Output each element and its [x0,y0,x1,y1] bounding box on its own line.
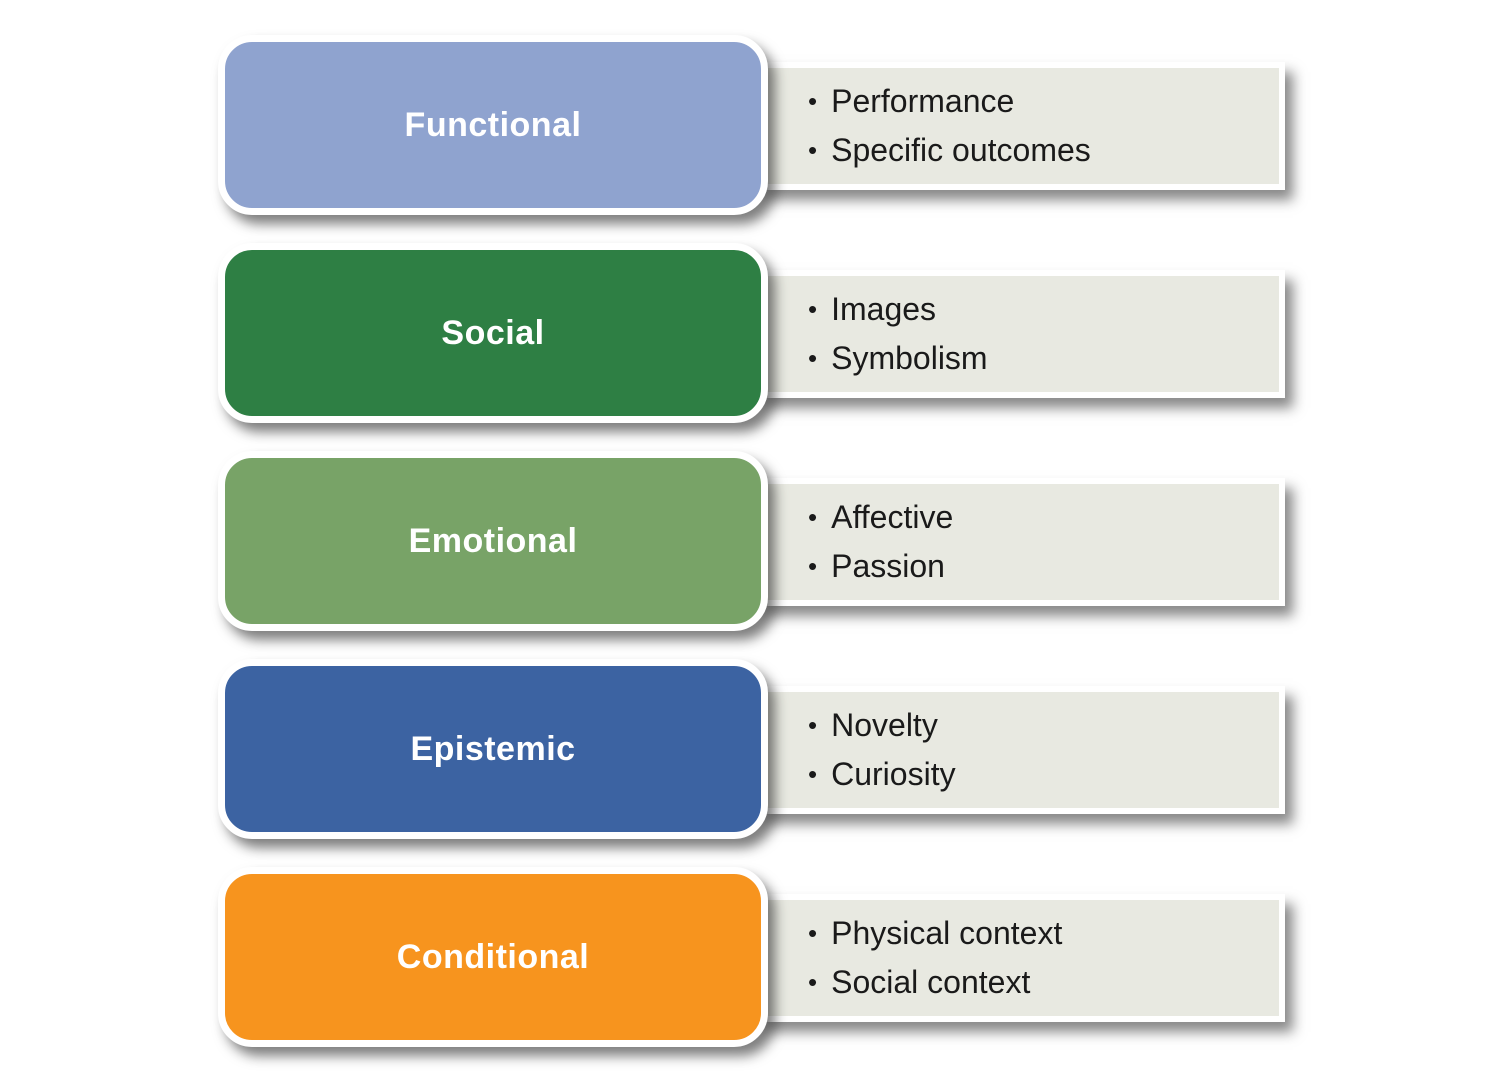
bullet-item: • Physical context [808,909,1279,958]
bullet-dot: • [808,86,818,116]
category-label: Conditional [396,937,590,976]
category-card-emotional: Emotional [218,451,768,631]
bullet-text: Performance [831,83,1015,119]
category-label: Epistemic [410,729,576,768]
category-label: Functional [404,105,582,144]
attributes-panel-conditional: • Physical context • Social context [758,894,1285,1022]
bullet-dot: • [808,551,818,581]
attributes-panel-emotional: • Affective • Passion [758,478,1285,606]
bullet-item: • Images [808,285,1279,334]
category-card-functional: Functional [218,35,768,215]
bullet-item: • Performance [808,77,1279,126]
bullet-text: Novelty [831,707,938,743]
bullet-item: • Novelty [808,701,1279,750]
bullet-item: • Specific outcomes [808,126,1279,175]
bullet-text: Physical context [831,915,1063,951]
row-epistemic: Epistemic • Novelty • Curiosity [218,659,1288,839]
row-emotional: Emotional • Affective • Passion [218,451,1288,631]
bullet-dot: • [808,710,818,740]
category-card-social: Social [218,243,768,423]
bullet-text: Symbolism [831,340,988,376]
bullet-text: Curiosity [831,756,956,792]
attributes-panel-social: • Images • Symbolism [758,270,1285,398]
bullet-dot: • [808,135,818,165]
attributes-panel-functional: • Performance • Specific outcomes [758,62,1285,190]
bullet-item: • Affective [808,493,1279,542]
bullet-item: • Social context [808,958,1279,1007]
bullet-dot: • [808,502,818,532]
bullet-item: • Passion [808,542,1279,591]
value-types-diagram: Functional • Performance • Specific outc… [218,35,1288,1047]
bullet-text: Images [831,291,937,327]
category-card-conditional: Conditional [218,867,768,1047]
bullet-dot: • [808,294,818,324]
row-social: Social • Images • Symbolism [218,243,1288,423]
bullet-dot: • [808,759,818,789]
attributes-panel-epistemic: • Novelty • Curiosity [758,686,1285,814]
category-card-epistemic: Epistemic [218,659,768,839]
row-conditional: Conditional • Physical context • Social … [218,867,1288,1047]
bullet-text: Passion [831,548,945,584]
bullet-item: • Curiosity [808,750,1279,799]
bullet-dot: • [808,967,818,997]
bullet-text: Social context [831,964,1031,1000]
bullet-item: • Symbolism [808,334,1279,383]
bullet-text: Affective [831,499,954,535]
bullet-text: Specific outcomes [831,132,1091,168]
category-label: Emotional [408,521,578,560]
category-label: Social [441,313,545,352]
bullet-dot: • [808,343,818,373]
bullet-dot: • [808,918,818,948]
row-functional: Functional • Performance • Specific outc… [218,35,1288,215]
